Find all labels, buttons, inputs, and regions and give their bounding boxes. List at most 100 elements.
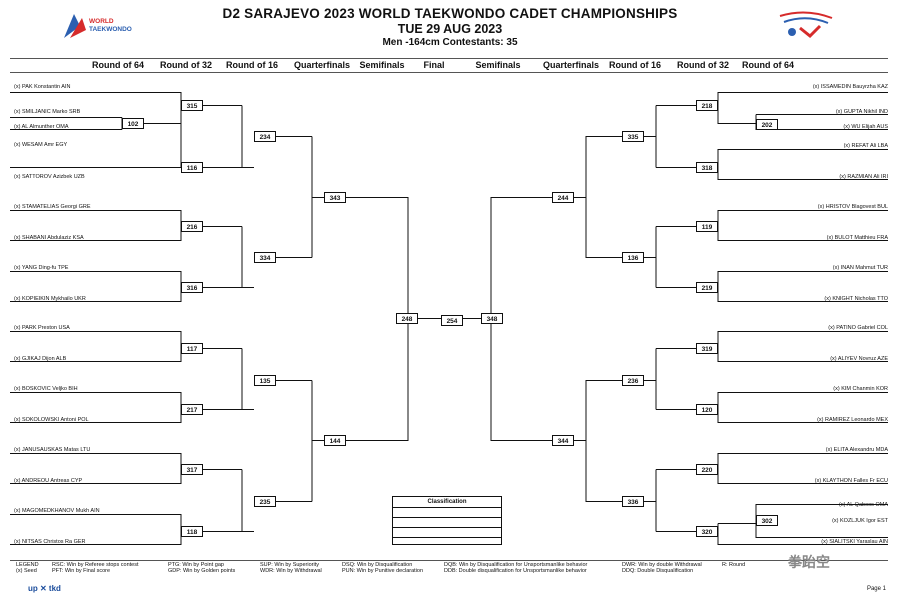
final-match-box: 254	[441, 315, 463, 326]
legend-text: DQB: Win by Disqualification for Unsport…	[444, 562, 588, 568]
championship-logo	[770, 8, 842, 44]
athlete-name: (x) ALIYEV Novruz AZE	[830, 356, 888, 362]
athlete-name: (x) AL Qaboos OMA	[838, 502, 888, 508]
legend-text: R: Round	[722, 562, 746, 568]
match-number-box: 234	[254, 131, 276, 142]
page-title: D2 SARAJEVO 2023 WORLD TAEKWONDO CADET C…	[222, 6, 678, 21]
match-number-box: 334	[254, 252, 276, 263]
header-rule-bottom	[10, 72, 888, 73]
world-taekwondo-logo: WORLD TAEKWONDO	[60, 8, 132, 44]
round-label: Semifinals	[475, 60, 521, 70]
round-label: Round of 16	[609, 60, 661, 70]
legend-text: SUP: Win by Superiority	[260, 562, 319, 568]
legend-text: PFT: Win by Final score	[52, 568, 111, 574]
match-number-box: 119	[696, 221, 718, 232]
legend-col: DWR: Win by double Withdrawal DDQ: Doubl…	[622, 562, 702, 574]
legend-text: GDP: Win by Golden points	[168, 568, 236, 574]
match-number-box: 319	[696, 343, 718, 354]
classification-row	[393, 508, 501, 518]
match-number-box: 220	[696, 464, 718, 475]
athlete-name: (x) BULOT Matthieu FRA	[826, 235, 888, 241]
legend-rule	[10, 560, 888, 561]
match-number-box: 117	[181, 343, 203, 354]
athlete-name: (x) GJIKAJ Dijon ALB	[14, 356, 67, 362]
match-number-box: 244	[552, 192, 574, 203]
event-date: TUE 29 AUG 2023	[397, 22, 503, 36]
classification-row	[393, 538, 501, 547]
match-number-box: 343	[324, 192, 346, 203]
round-label: Round of 16	[226, 60, 278, 70]
legend-col: PTG: Win by Point gap GDP: Win by Golden…	[168, 562, 235, 574]
match-number-box: 118	[181, 526, 203, 537]
athlete-name: (x) SATTOROV Azizbek UZB	[14, 174, 85, 180]
legend-text: WDR: Win by Withdrawal	[260, 568, 322, 574]
legend-col: RSC: Win by Referee stops contest PFT: W…	[52, 562, 139, 574]
athlete-name: (x) SHABANI Abdulaziz KSA	[14, 235, 84, 241]
match-number-box: 317	[181, 464, 203, 475]
match-number-box: 235	[254, 496, 276, 507]
round-label: Round of 64	[742, 60, 794, 70]
legend-text: PUN: Win by Punitive declaration	[342, 568, 424, 574]
match-number-box: 218	[696, 100, 718, 111]
round-label: Quarterfinals	[542, 60, 600, 70]
match-number-box: 348	[481, 313, 503, 324]
athlete-name: (x) NITSAS Christos Ra GER	[14, 539, 86, 545]
match-number-box: 344	[552, 435, 574, 446]
athlete-name: (x) STAMATELIAS Georgi GRE	[14, 204, 91, 210]
legend-text: RSC: Win by Referee stops contest	[52, 562, 139, 568]
athlete-name: (x) ANDREOU Antreas CYP	[14, 478, 83, 484]
athlete-name: (x) PARK Preston USA	[14, 325, 70, 331]
legend-text: LEGEND	[16, 562, 39, 568]
match-number-box: 302	[756, 515, 778, 526]
athlete-name: (x) BOSKOVIC Veljko BIH	[14, 386, 78, 392]
match-number-box: 136	[622, 252, 644, 263]
athlete-name: (x) KIM Chanmin KOR	[833, 386, 888, 392]
athlete-name: (x) RAZMIAN Ali IRI	[839, 174, 888, 180]
page-number: Page 1	[866, 586, 886, 592]
match-number-box: 217	[181, 404, 203, 415]
legend-col: LEGEND (x) Seed	[16, 562, 39, 574]
event-subtitle: Men -164cm Contestants: 35	[382, 37, 518, 48]
athlete-name: (x) KOZLJUK Igor EST	[832, 518, 888, 524]
match-number-box: 316	[181, 282, 203, 293]
athlete-name: (x) KOPIEIKIN Mykhailo UKR	[14, 296, 86, 302]
classification-title: Classification	[393, 497, 501, 508]
logo-text-taekwondo: TAEKWONDO	[89, 26, 132, 33]
match-number-box: 335	[622, 131, 644, 142]
legend-col: DQB: Win by Disqualification for Unsport…	[444, 562, 587, 574]
match-number-box: 219	[696, 282, 718, 293]
athlete-name: (x) SOKOLOWSKI Antoni POL	[14, 417, 89, 423]
legend-text: PTG: Win by Point gap	[168, 562, 224, 568]
legend-col: SUP: Win by Superiority WDR: Win by With…	[260, 562, 322, 574]
round-headers: Round of 64 Round of 32 Round of 16 Quar…	[0, 60, 900, 72]
match-number-box: 248	[396, 313, 418, 324]
match-number-box: 336	[622, 496, 644, 507]
legend-text: (x) Seed	[16, 568, 37, 574]
athlete-name: (x) HRISTOV Blagovest BUL	[817, 204, 888, 210]
athlete-name: (x) ELITA Alexandru MDA	[825, 447, 888, 453]
match-number-box: 144	[324, 435, 346, 446]
match-number-box: 216	[181, 221, 203, 232]
athlete-name: (x) KLAYTHON Falles Fr ECU	[814, 478, 888, 484]
athlete-name: (x) KNIGHT Nicholas TTO	[824, 296, 888, 302]
round-label: Round of 64	[92, 60, 144, 70]
match-number-box: 315	[181, 100, 203, 111]
match-number-box: 202	[756, 119, 778, 130]
logo-text-world: WORLD	[89, 18, 114, 25]
athlete-name: (x) INAN Mahmut TUR	[832, 265, 888, 271]
legend-col: R: Round	[722, 562, 745, 568]
athlete-name: (x) GUPTA Nikhil IND	[835, 109, 888, 115]
classification-table: Classification	[392, 496, 502, 545]
round-label: Quarterfinals	[293, 60, 351, 70]
legend-text: DDB: Double disqualification for Unsport…	[444, 568, 587, 574]
athlete-name: (x) WESAM Amr EGY	[14, 142, 68, 148]
match-number-box: 320	[696, 526, 718, 537]
match-number-box: 102	[122, 118, 144, 129]
athlete-name: (x) PAK Konstantin AIN	[14, 84, 71, 90]
header-rule-top	[10, 58, 888, 59]
athlete-name: (x) ISSAMEDIN Bauyrzha KAZ	[812, 84, 888, 90]
athlete-name: (x) MAGOMEDKHANOV Mukh AIN	[14, 508, 100, 514]
athlete-name: (x) AL Almunther OMA	[14, 124, 69, 130]
match-number-box: 135	[254, 375, 276, 386]
athlete-name: (x) RAMIREZ Leonardo MEX	[817, 417, 888, 423]
